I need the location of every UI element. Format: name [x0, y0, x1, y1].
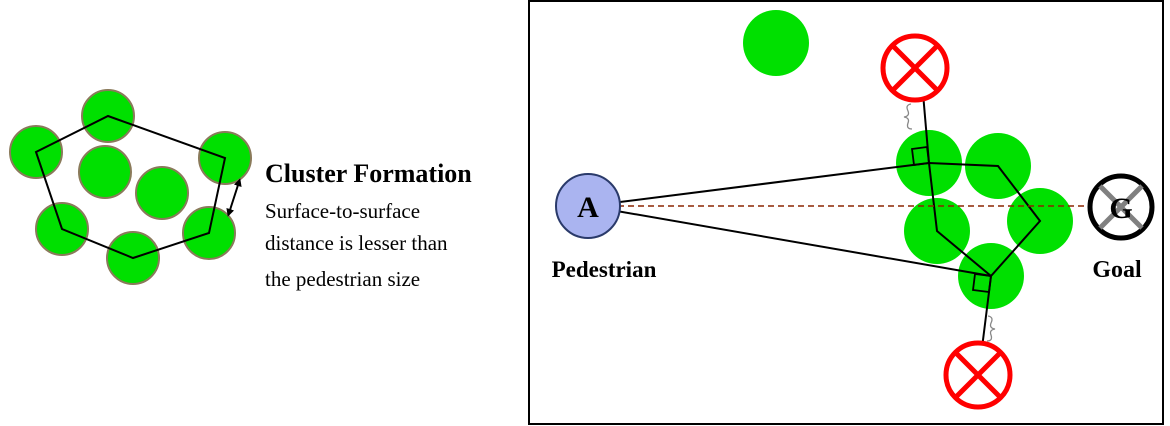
isolated-obstacle: [743, 10, 809, 76]
red-cross-circle-icon: [943, 340, 1013, 410]
double-arrow-icon: [226, 178, 242, 217]
goal-cross-circle-icon: [1087, 173, 1155, 241]
cluster-obstacles: [9, 89, 252, 285]
pedestrian-label: Pedestrian: [552, 257, 657, 282]
obstacle-circle: [135, 166, 189, 220]
description-line-3: the pedestrian size: [265, 267, 420, 291]
right-angle-mark-lower: [971, 272, 993, 294]
offset-brace-lower: [986, 315, 996, 342]
pedestrian-agent: [555, 173, 621, 239]
right-angle-mark-upper: [910, 145, 931, 167]
offset-brace-upper: [903, 103, 913, 130]
goal-label: Goal: [1092, 257, 1142, 283]
red-cross-circle-icon: [880, 33, 950, 103]
pedestrian-letter: A: [577, 191, 599, 224]
lower-tangent-line: [587, 205, 992, 277]
goal-letter: G: [1109, 192, 1132, 225]
cluster-boundary-polygon: [927, 161, 1042, 278]
description-line-1: Surface-to-surface: [265, 199, 420, 223]
left-cluster-illustration: [9, 89, 252, 285]
cluster-formation-heading: Cluster Formation: [265, 159, 472, 188]
cluster-boundary-polygon: [34, 114, 227, 260]
description-line-2: distance is lesser than: [265, 231, 448, 255]
upper-tangent-line: [587, 162, 930, 207]
obstacle-circle: [78, 145, 132, 199]
